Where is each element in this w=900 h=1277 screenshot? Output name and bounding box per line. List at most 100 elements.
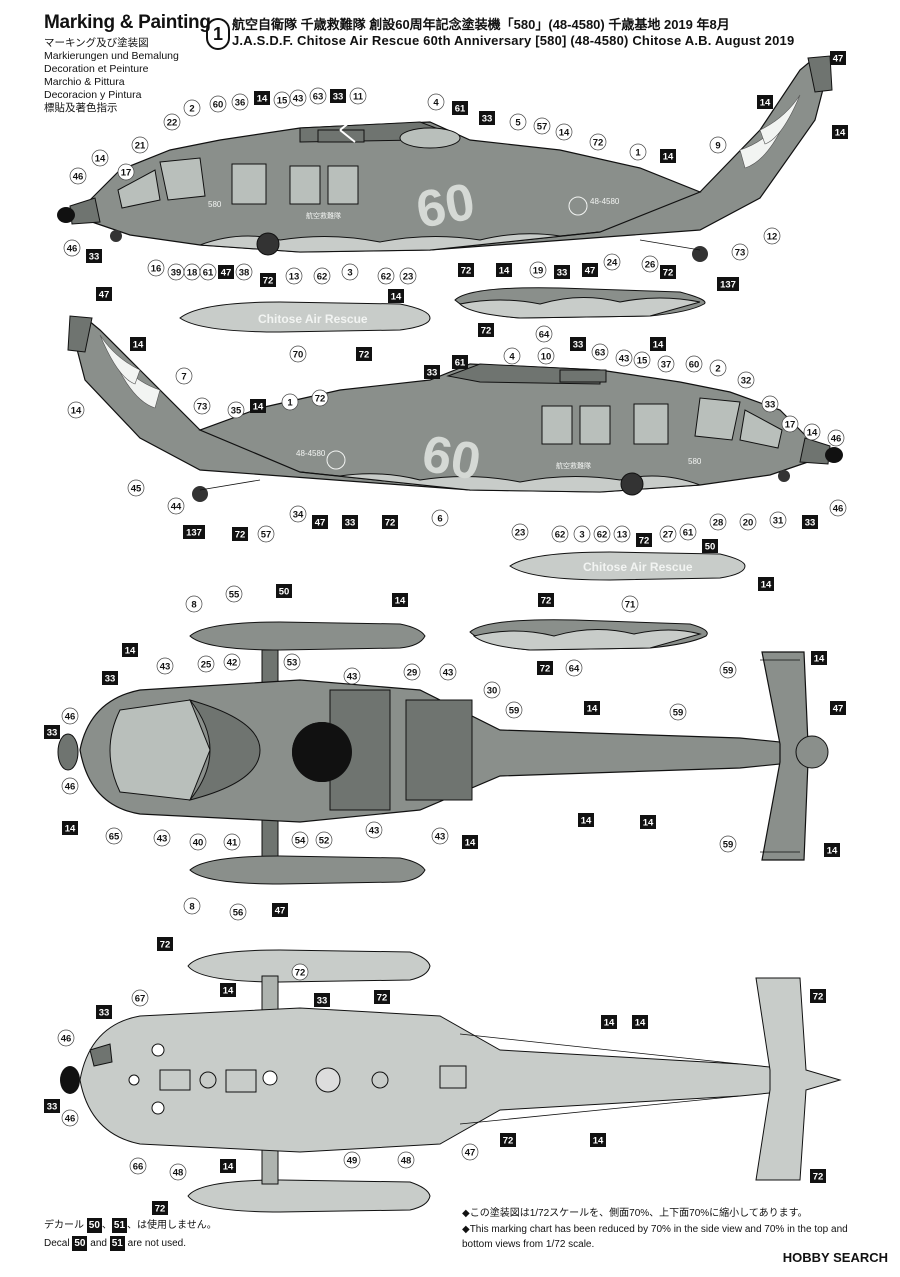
scheme-title-jp: 航空自衛隊 千歳救難隊 創設60周年記念塗装機「580」(48-4580) 千歳…: [232, 17, 730, 32]
callout-label: 46: [65, 782, 76, 793]
callout-label: 2: [189, 104, 194, 115]
callout-part-number: 57: [533, 117, 551, 135]
callout-label: 62: [597, 530, 608, 541]
callout-part-number: 43: [156, 657, 174, 675]
callout-label: 72: [813, 992, 824, 1003]
callout-decal-number: 33: [314, 993, 330, 1007]
callout-label: 54: [295, 836, 306, 847]
callout-box: [260, 273, 276, 287]
callout-label: 17: [121, 168, 132, 179]
callout-decal-number: 14: [220, 983, 236, 997]
callout-part-number: 38: [235, 263, 253, 281]
callout-part-number: 72: [311, 389, 329, 407]
callout-label: 8: [191, 600, 196, 611]
callout-label: 56: [233, 908, 244, 919]
callout-part-number: 13: [285, 267, 303, 285]
callout-label: 33: [345, 518, 356, 529]
callout-part-number: 63: [309, 87, 327, 105]
callout-part-number: 16: [147, 259, 165, 277]
language-line: Markierungen und Bemalung: [44, 50, 179, 62]
callout-box: [122, 643, 138, 657]
callout-circle: [829, 499, 847, 517]
callout-box: [382, 515, 398, 529]
callout-label: 8: [189, 902, 194, 913]
modex-marking: 580: [208, 200, 222, 209]
callout-decal-number: 72: [232, 527, 248, 541]
callout-part-number: 4: [427, 93, 445, 111]
callout-part-number: 26: [641, 255, 659, 273]
callout-part-number: 13: [613, 525, 631, 543]
callout-part-number: 61: [679, 523, 697, 541]
scheme-title-en: J.A.S.D.F. Chitose Air Rescue 60th Anniv…: [232, 33, 795, 48]
callout-part-number: 55: [225, 585, 243, 603]
callout-part-number: 28: [709, 513, 727, 531]
callout-box: [538, 593, 554, 607]
callout-part-number: 46: [829, 499, 847, 517]
callout-decal-number: 14: [584, 701, 600, 715]
callout-label: 46: [65, 712, 76, 723]
callout-part-number: 3: [573, 525, 591, 543]
callout-label: 14: [257, 94, 268, 105]
callout-decal-number: 72: [538, 593, 554, 607]
callout-circle: [281, 393, 299, 411]
callout-part-number: 65: [105, 827, 123, 845]
callout-label: 65: [109, 832, 120, 843]
callout-label: 72: [503, 1136, 514, 1147]
callout-box: [86, 249, 102, 263]
callout-part-number: 43: [343, 667, 361, 685]
callout-circle: [341, 263, 359, 281]
callout-label: 62: [381, 272, 392, 283]
callout-box: [632, 1015, 648, 1029]
callout-box: [636, 533, 652, 547]
callout-label: 59: [723, 666, 734, 677]
callout-circle: [231, 93, 249, 111]
callout-box: [811, 651, 827, 665]
callout-label: 33: [99, 1008, 110, 1019]
callout-label: 15: [277, 96, 288, 107]
callout-part-number: 14: [803, 423, 821, 441]
callout-label: 12: [767, 232, 778, 243]
callout-label: 9: [715, 141, 720, 152]
callout-circle: [127, 479, 145, 497]
callout-label: 33: [47, 1102, 58, 1113]
decal-note-suffix: 、は使用しません。: [127, 1220, 217, 1231]
callout-label: 70: [293, 350, 304, 361]
callout-part-number: 67: [131, 989, 149, 1007]
callout-circle: [461, 1143, 479, 1161]
callout-decal-number: 47: [830, 701, 846, 715]
callout-part-number: 29: [403, 663, 421, 681]
callout-box: [44, 1099, 60, 1113]
callout-label: 14: [663, 152, 674, 163]
decal-note-sep: 、: [101, 1220, 112, 1231]
callout-circle: [57, 1029, 75, 1047]
callout-box: [102, 671, 118, 685]
callout-decal-number: 14: [601, 1015, 617, 1029]
callout-part-number: 62: [377, 267, 395, 285]
callout-part-number: 64: [535, 325, 553, 343]
callout-circle: [197, 655, 215, 673]
callout-circle: [67, 401, 85, 419]
decal-number-badge: 50: [86, 1218, 102, 1233]
callout-circle: [397, 1151, 415, 1169]
callout-label: 43: [157, 834, 168, 845]
callout-label: 72: [295, 968, 306, 979]
callout-label: 41: [227, 838, 238, 849]
callout-decal-number: 33: [102, 671, 118, 685]
callout-decal-number: 72: [157, 937, 173, 951]
callout-label: 14: [499, 266, 510, 277]
callout-circle: [709, 136, 727, 154]
callout-decal-number: 72: [500, 1133, 516, 1147]
callout-part-number: 43: [615, 349, 633, 367]
callout-label: 61: [455, 358, 466, 369]
callout-part-number: 46: [57, 1029, 75, 1047]
callout-label: 14: [125, 646, 136, 657]
callout-decal-number: 72: [260, 273, 276, 287]
callout-circle: [551, 525, 569, 543]
callout-label: 72: [461, 266, 472, 277]
callout-label: 23: [515, 528, 526, 539]
callout-part-number: 72: [589, 133, 607, 151]
callout-circle: [603, 253, 621, 271]
callout-label: 49: [347, 1156, 358, 1167]
callout-label: 46: [65, 1114, 76, 1125]
